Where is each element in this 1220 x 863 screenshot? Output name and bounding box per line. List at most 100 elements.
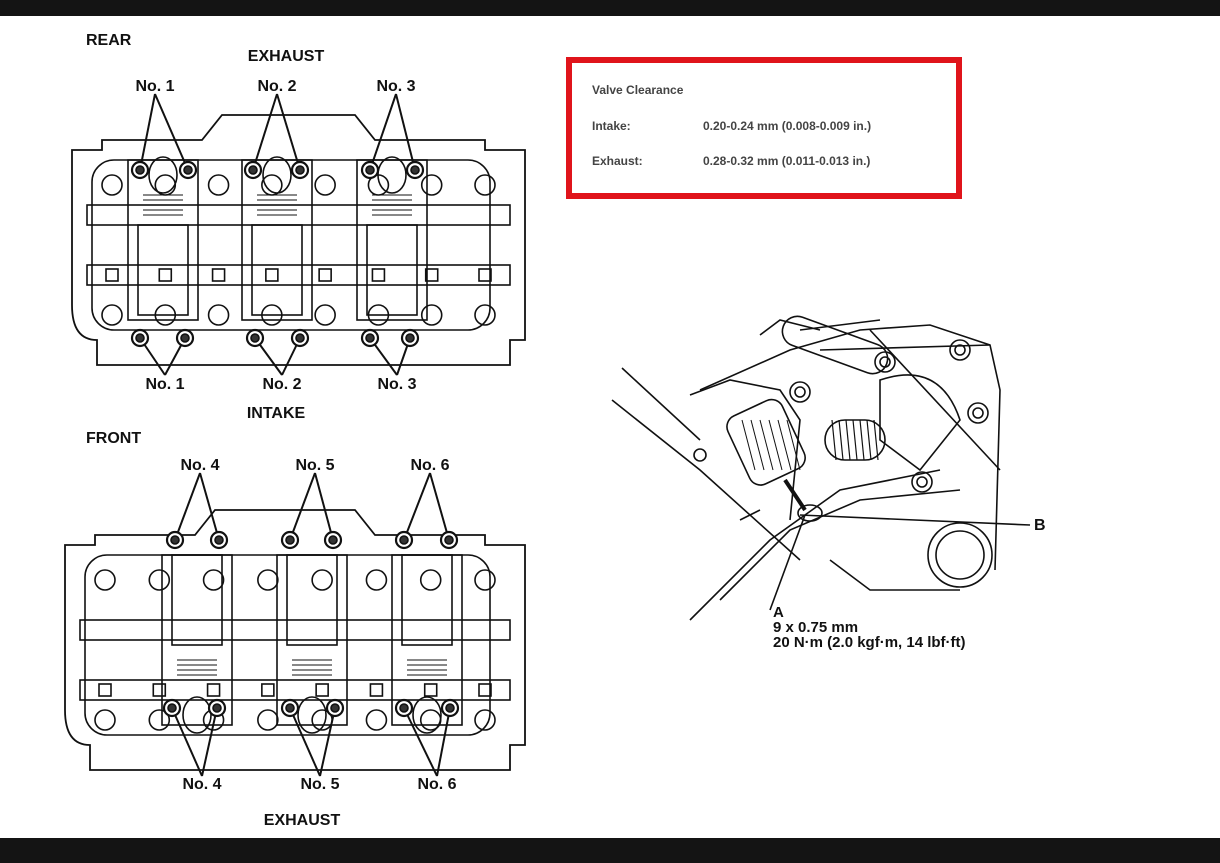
pointer-arrow [154,93,189,171]
engine-line-art [689,469,941,621]
port-circle [207,304,230,326]
bolt-icon [295,333,305,343]
port-circle [314,304,336,326]
bolt-icon [167,703,177,713]
port-circle [257,569,279,591]
spring-coil [873,419,879,461]
valve-label: No. 2 [257,78,297,95]
rocker-body [401,554,453,646]
port-circle [474,569,496,591]
port-circle [419,569,442,591]
cylinder-head-outline [64,509,526,771]
valve-clearance-box: Valve Clearance Intake: 0.20-0.24 mm (0.… [566,57,962,199]
spring-coil [845,419,851,461]
pointer-arrow [289,472,316,541]
pointer-arrow [319,707,336,777]
bolt-icon [135,165,145,175]
spring-coil [859,419,865,461]
port-circle [420,174,443,196]
pointer-arrow [139,93,156,171]
shaft-bolt [369,683,384,697]
handle-grip [768,419,783,471]
shaft-bolt [158,268,173,282]
top-letterbox [0,0,1220,16]
shaft-bolt [211,268,226,282]
bolt-icon [405,333,415,343]
shaft-bolt [423,683,438,697]
port-circle [257,709,279,731]
engine-line-art [869,329,1001,471]
shaft-bolt [152,683,167,697]
engine-line-art [769,514,806,611]
torque-spec: 20 N·m (2.0 kgf·m, 14 lbf·ft) [773,634,966,651]
shaft-bolt [315,683,329,697]
pointer-arrow [199,472,220,541]
bolt-icon [789,381,811,403]
port-circle [420,304,443,326]
exhaust-label-bottom: EXHAUST [263,812,341,829]
pointer-arrow [369,93,397,171]
port-circle [148,709,171,731]
valve-label: No. 5 [295,457,335,474]
callout-b: B [1034,517,1046,534]
exhaust-label: Exhaust: [592,154,643,168]
spring-coil [831,419,837,461]
rocker-arm [356,159,428,321]
port-circle [365,569,388,591]
port-circle [314,174,336,196]
thread-spec: 9 x 0.75 mm [773,619,859,636]
bolt-icon [183,165,193,175]
intake-label: INTAKE [246,405,306,422]
engine-line-art [799,514,1031,526]
handle-grip [741,419,756,471]
valve-tip [182,696,212,734]
valve-label: No. 3 [376,78,416,95]
bolt-icon [250,333,260,343]
port-circle [101,174,123,196]
pointer-arrow [171,707,203,777]
engine-line-art [719,489,961,601]
shaft-bolt [206,683,221,697]
shaft-bolt [424,268,439,282]
bolt-icon [170,535,180,545]
valve-clearance-title: Valve Clearance [592,83,684,97]
valve-tip [297,696,327,734]
engine-line-art [799,319,881,331]
pointer-arrow [252,93,278,171]
bolt-icon [214,535,224,545]
port-circle [202,569,225,591]
spring-coil [838,419,844,461]
bolt-icon [444,535,454,545]
engine-line-art [739,509,761,521]
bottom-letterbox [0,838,1220,863]
rocker-body [171,554,223,646]
valve-label: No. 5 [300,776,340,793]
rocker-shaft [86,264,511,286]
bolt-icon [399,535,409,545]
shaft-bolt [478,268,492,282]
engine-line-art [621,367,701,441]
bolt-icon [972,407,984,419]
pointer-arrow [436,707,451,777]
valve-tip [412,696,442,734]
port-circle [94,569,116,591]
bolt-icon [949,339,971,361]
bolt-icon [410,165,420,175]
bolt-icon [212,703,222,713]
shaft-bolt [105,268,119,282]
engine-line-art [689,379,801,521]
port-circle [101,304,123,326]
rocker-arm [879,374,961,472]
rocker-shaft-pipe [781,315,889,375]
shaft-bolt [98,683,112,697]
valve-label: No. 4 [182,776,222,793]
valve-tip [377,156,407,194]
pointer-arrow [403,472,431,541]
bolt-icon [365,165,375,175]
pointer-arrow [289,707,321,777]
rocker-shaft [79,679,511,701]
rocker-arm [127,159,199,321]
bolt-icon [445,703,455,713]
valve-tip [148,156,178,194]
